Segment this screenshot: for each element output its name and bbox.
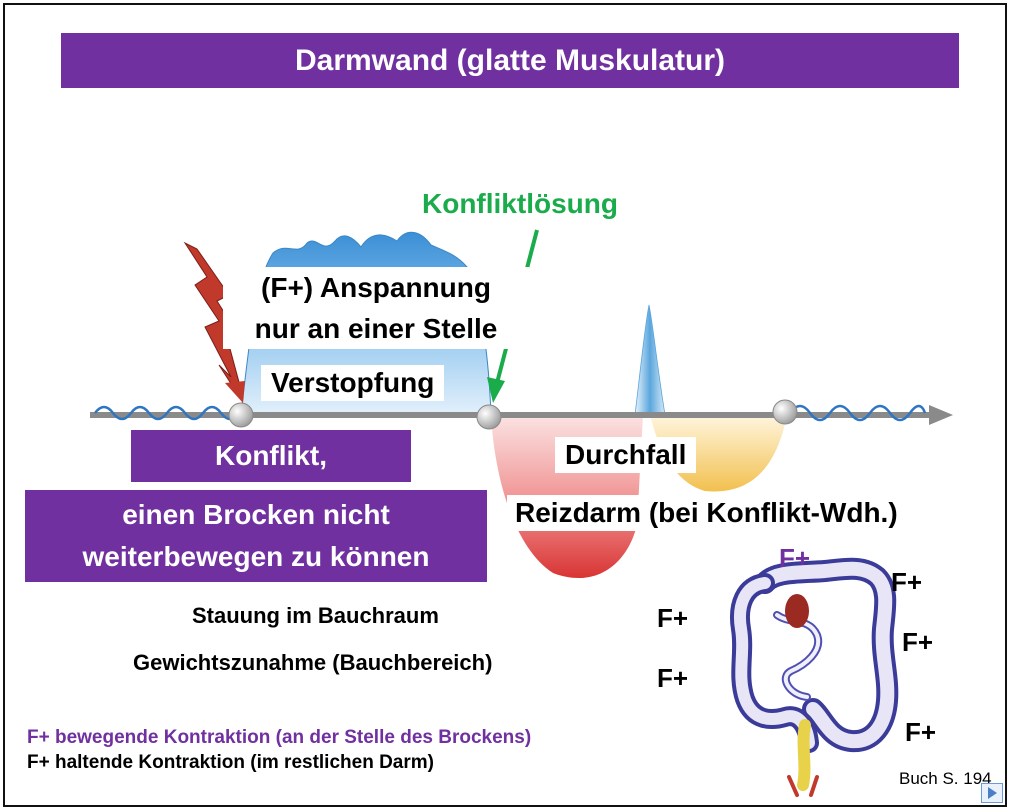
label-brocken: einen Brocken nicht weiterbewegen zu kön… [25,490,487,582]
normotonia-wave-right [788,404,927,422]
page-title: Darmwand (glatte Muskulatur) [61,33,959,88]
label-anspannung: (F+) Anspannung nur an einer Stelle [223,267,529,349]
colon-mark-lump: F+ [779,543,811,573]
label-stauung: Stauung im Bauchraum [192,603,439,628]
normotonia-wave-left [94,405,240,421]
label-brocken-line1: einen Brocken nicht [122,499,390,530]
epileptoid-crisis-spike [634,304,666,416]
label-durchfall: Durchfall [555,437,697,473]
colon-mark-right-middle: F+ [902,627,934,657]
label-brocken-line2: weiterbewegen zu können [82,541,430,572]
label-konflikt: Konflikt, [131,430,411,482]
lump-mark [785,594,809,628]
resolution-node [476,404,502,430]
label-verstopfung: Verstopfung [261,365,445,401]
play-icon [988,787,997,799]
legend-haltend: F+ haltende Kontraktion (im restlichen D… [27,752,434,773]
source-reference: Buch S. 194 [899,769,992,788]
colon-mark-left-upper: F+ [657,603,689,633]
normalization-node [772,399,798,425]
colon-mark-bottom-right: F+ [905,717,937,747]
colon-mark-top-right: F+ [891,567,923,597]
label-reizdarm: Reizdarm (bei Konflikt-Wdh.) [507,495,906,531]
label-anspannung-line2: nur an einer Stelle [254,313,498,344]
next-slide-button[interactable] [981,783,1003,803]
axis-arrowhead [929,405,953,425]
colon-mark-left-lower: F+ [657,663,689,693]
diagram-graphics [90,229,953,797]
resolution-arrow-head [487,377,505,403]
label-konfliktloesung: Konfliktlösung [422,188,618,219]
legend-bewegend: F+ bewegende Kontraktion (an der Stelle … [27,727,532,748]
label-anspannung-line1: (F+) Anspannung [261,272,491,303]
slide: Darmwand (glatte Muskulatur) Konfliktlös… [3,3,1007,807]
conflict-node [228,402,254,428]
colon-illustration [730,557,899,797]
label-gewicht: Gewichtszunahme (Bauchbereich) [133,650,493,675]
